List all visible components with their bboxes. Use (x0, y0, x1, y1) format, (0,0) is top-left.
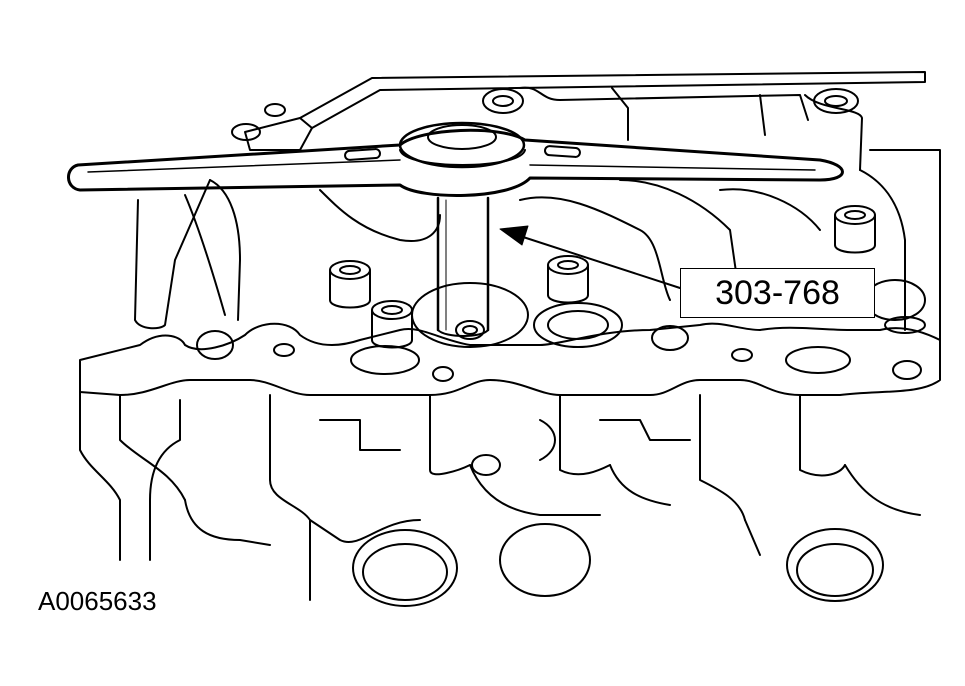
port-openings (352, 523, 884, 607)
rail-bosses (231, 88, 859, 141)
flange-holes (196, 320, 922, 382)
figure-id: A0065633 (38, 586, 157, 616)
tool-callout-label: 303-768 (680, 268, 875, 318)
head-flange (79, 322, 941, 396)
tool-hub (398, 121, 526, 169)
head-upper-rail (299, 71, 926, 129)
callout-leader (499, 225, 681, 289)
valve-spring-compressor-tool (67, 121, 844, 337)
tool-shaft (436, 196, 490, 332)
head-bolt-bosses (329, 205, 876, 349)
lower-wall-hole (471, 454, 501, 476)
tool-handle (67, 128, 844, 197)
